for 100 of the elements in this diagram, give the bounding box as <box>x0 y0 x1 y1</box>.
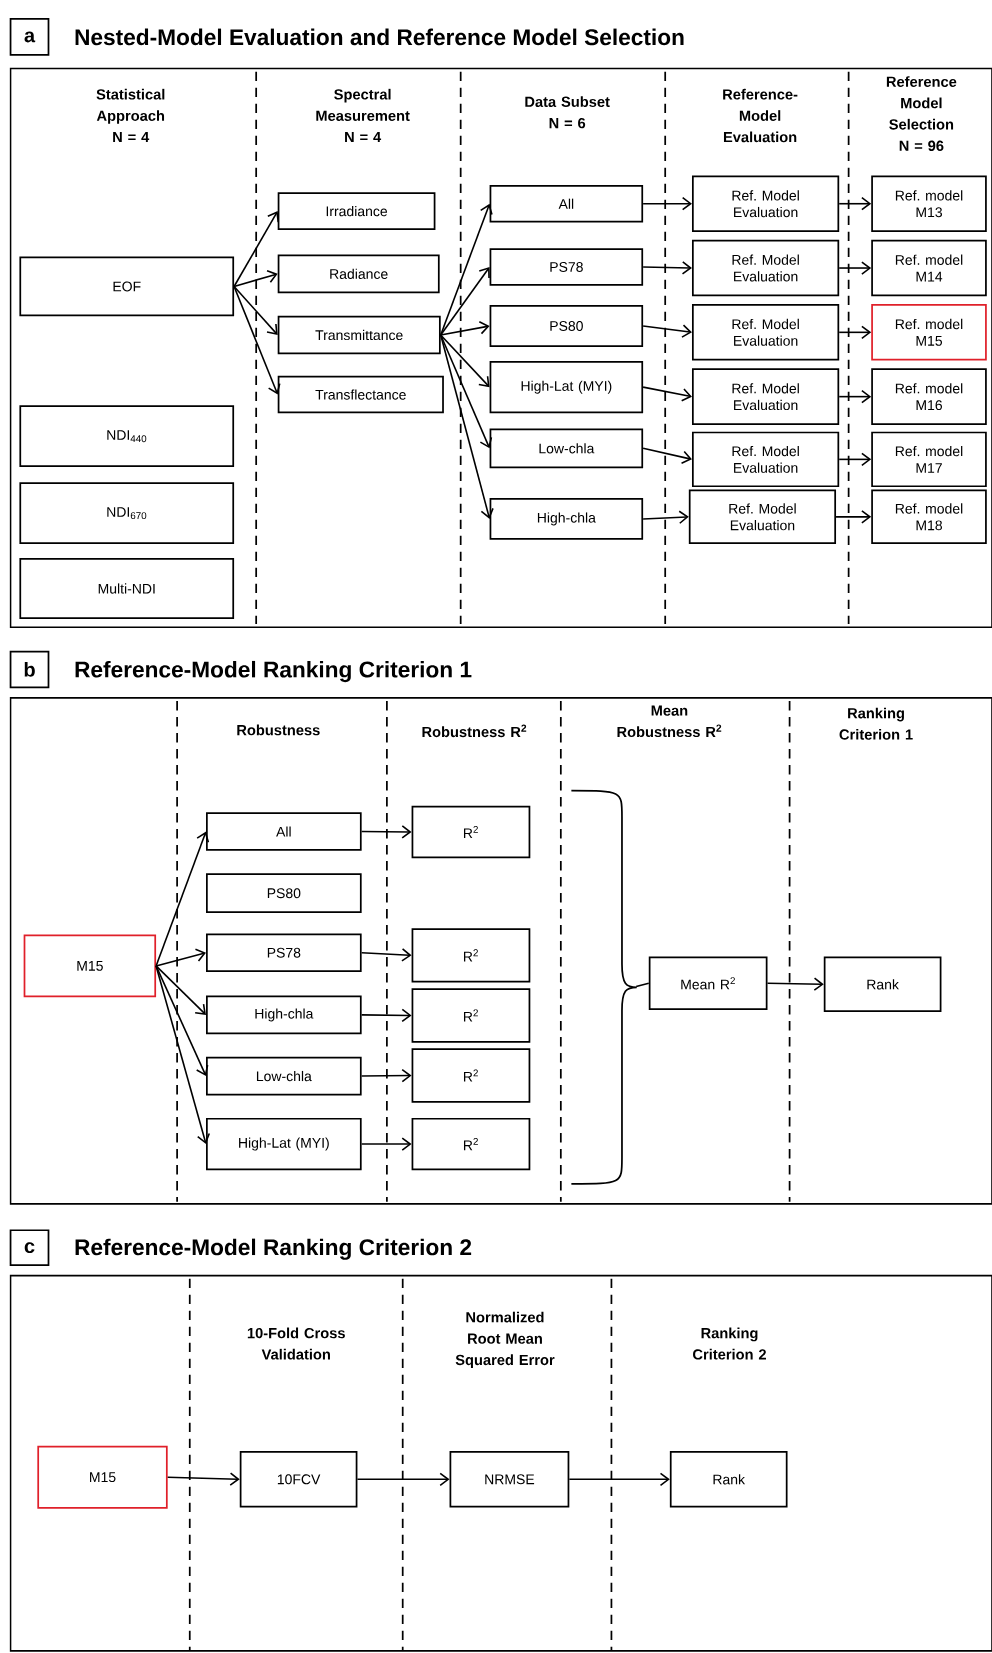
arrow <box>356 1472 450 1487</box>
process-box: R$^{2}$ <box>411 1048 531 1103</box>
process-box: High-chla <box>206 995 362 1035</box>
curly-brace <box>570 789 638 1185</box>
arrow <box>835 510 872 524</box>
arrow <box>155 831 210 967</box>
process-box: High-Lat (MYI) <box>206 1117 362 1171</box>
process-box: NDI$_{670}$ <box>19 482 235 545</box>
process-box: Ref. Model Evaluation <box>692 368 840 425</box>
arrow <box>439 203 493 336</box>
arrow <box>155 965 206 1015</box>
column-header: Robustness R$^{2}$ <box>422 724 527 738</box>
process-box: 10FCV <box>239 1451 358 1508</box>
process-box: Ref. model M14 <box>871 239 987 297</box>
process-box: M15 <box>23 934 157 998</box>
arrow <box>568 1472 670 1487</box>
column-header: Robustness <box>237 724 320 736</box>
process-box: Radiance <box>277 254 440 294</box>
arrow <box>642 196 692 211</box>
process-box: Ref. model M18 <box>871 489 987 545</box>
process-box: Multi-NDI <box>19 558 235 619</box>
arrow <box>439 266 490 336</box>
process-box: Rank <box>669 1451 788 1508</box>
process-box: R$^{2}$ <box>411 1117 531 1171</box>
process-box: Ref. Model Evaluation <box>692 304 840 361</box>
arrow <box>155 965 209 1077</box>
process-box: Ref. Model Evaluation <box>688 489 837 545</box>
arrow <box>360 825 412 839</box>
process-box: Ref. Model Evaluation <box>692 175 840 232</box>
column-header: Spectral Measurement N = 4 <box>316 88 410 143</box>
process-box: Rank <box>823 956 942 1013</box>
arrow <box>439 334 490 388</box>
process-box: Transmittance <box>277 315 441 355</box>
column-header: Normalized Root Mean Squared Error <box>455 1311 555 1369</box>
arrow <box>155 948 206 967</box>
panel-title: Reference-Model Ranking Criterion 2 <box>75 1238 472 1260</box>
arrow <box>439 334 493 449</box>
arrow <box>439 321 490 336</box>
arrow <box>166 1472 240 1486</box>
process-box: NRMSE <box>449 1451 570 1508</box>
arrow <box>233 211 279 288</box>
process-box: High-chla <box>489 498 644 540</box>
process-box: Irradiance <box>277 192 436 230</box>
process-box: Mean R$^{2}$ <box>648 956 768 1010</box>
process-box: Ref. model M15 <box>871 304 987 361</box>
arrow <box>642 386 692 402</box>
arrow <box>233 285 281 395</box>
process-box: Ref. model M16 <box>871 368 987 425</box>
panel-title: Nested-Model Evaluation and Reference Model Selection <box>75 28 684 46</box>
process-box: PS78 <box>206 933 362 973</box>
arrow <box>360 1137 412 1151</box>
panel-letter-box: b <box>9 650 50 689</box>
process-box: Low-chla <box>206 1056 362 1096</box>
process-box: All <box>489 184 644 223</box>
process-box: Low-chla <box>489 428 644 469</box>
arrow <box>233 285 278 335</box>
arrow <box>360 1068 412 1083</box>
process-box: EOF <box>19 256 235 317</box>
process-box: Ref. Model Evaluation <box>692 431 840 488</box>
process-box: R$^{2}$ <box>411 928 531 983</box>
connector-line <box>635 982 650 988</box>
column-header: 10-Fold Cross Validation <box>247 1327 345 1360</box>
process-box: NDI$_{440}$ <box>19 405 235 468</box>
arrow <box>642 447 692 464</box>
arrow <box>360 948 412 962</box>
panel-title: Reference-Model Ranking Criterion 1 <box>75 660 472 683</box>
panel-letter-box: c <box>9 1229 50 1266</box>
arrow <box>233 269 278 288</box>
process-box: M15 <box>37 1445 168 1509</box>
process-box: High-Lat (MYI) <box>489 361 644 414</box>
process-box: All <box>206 812 362 851</box>
arrow <box>838 452 872 467</box>
column-header: Ranking Criterion 2 <box>693 1327 766 1360</box>
process-box: PS80 <box>206 873 362 913</box>
process-box: R$^{2}$ <box>411 988 531 1043</box>
arrow <box>838 325 872 340</box>
process-box: PS80 <box>489 305 644 347</box>
column-header: Data Subset N = 6 <box>525 96 610 129</box>
process-box: Ref. model M13 <box>871 175 987 232</box>
arrow <box>838 389 872 404</box>
column-header: Ranking Criterion 1 <box>839 707 913 740</box>
column-header: Mean Robustness R$^{2}$ <box>617 705 722 738</box>
process-box: Transflectance <box>277 375 444 414</box>
process-box: R$^{2}$ <box>411 805 531 859</box>
panel-letter-box: a <box>9 18 50 56</box>
arrow <box>155 965 211 1145</box>
column-header: Reference Model Selection N = 96 <box>886 76 957 151</box>
arrow <box>838 196 872 211</box>
arrow <box>838 261 872 275</box>
column-header: Reference-Model Evaluation <box>723 88 798 143</box>
arrow <box>360 1008 412 1023</box>
arrow <box>439 334 494 519</box>
process-box: PS78 <box>489 248 644 286</box>
arrow <box>642 261 692 275</box>
column-header: Statistical Approach N = 4 <box>96 88 165 143</box>
process-box: Ref. model M17 <box>871 431 987 488</box>
arrow <box>766 977 824 991</box>
process-box: Ref. Model Evaluation <box>692 239 840 297</box>
arrow <box>642 324 692 338</box>
arrow <box>642 510 689 525</box>
